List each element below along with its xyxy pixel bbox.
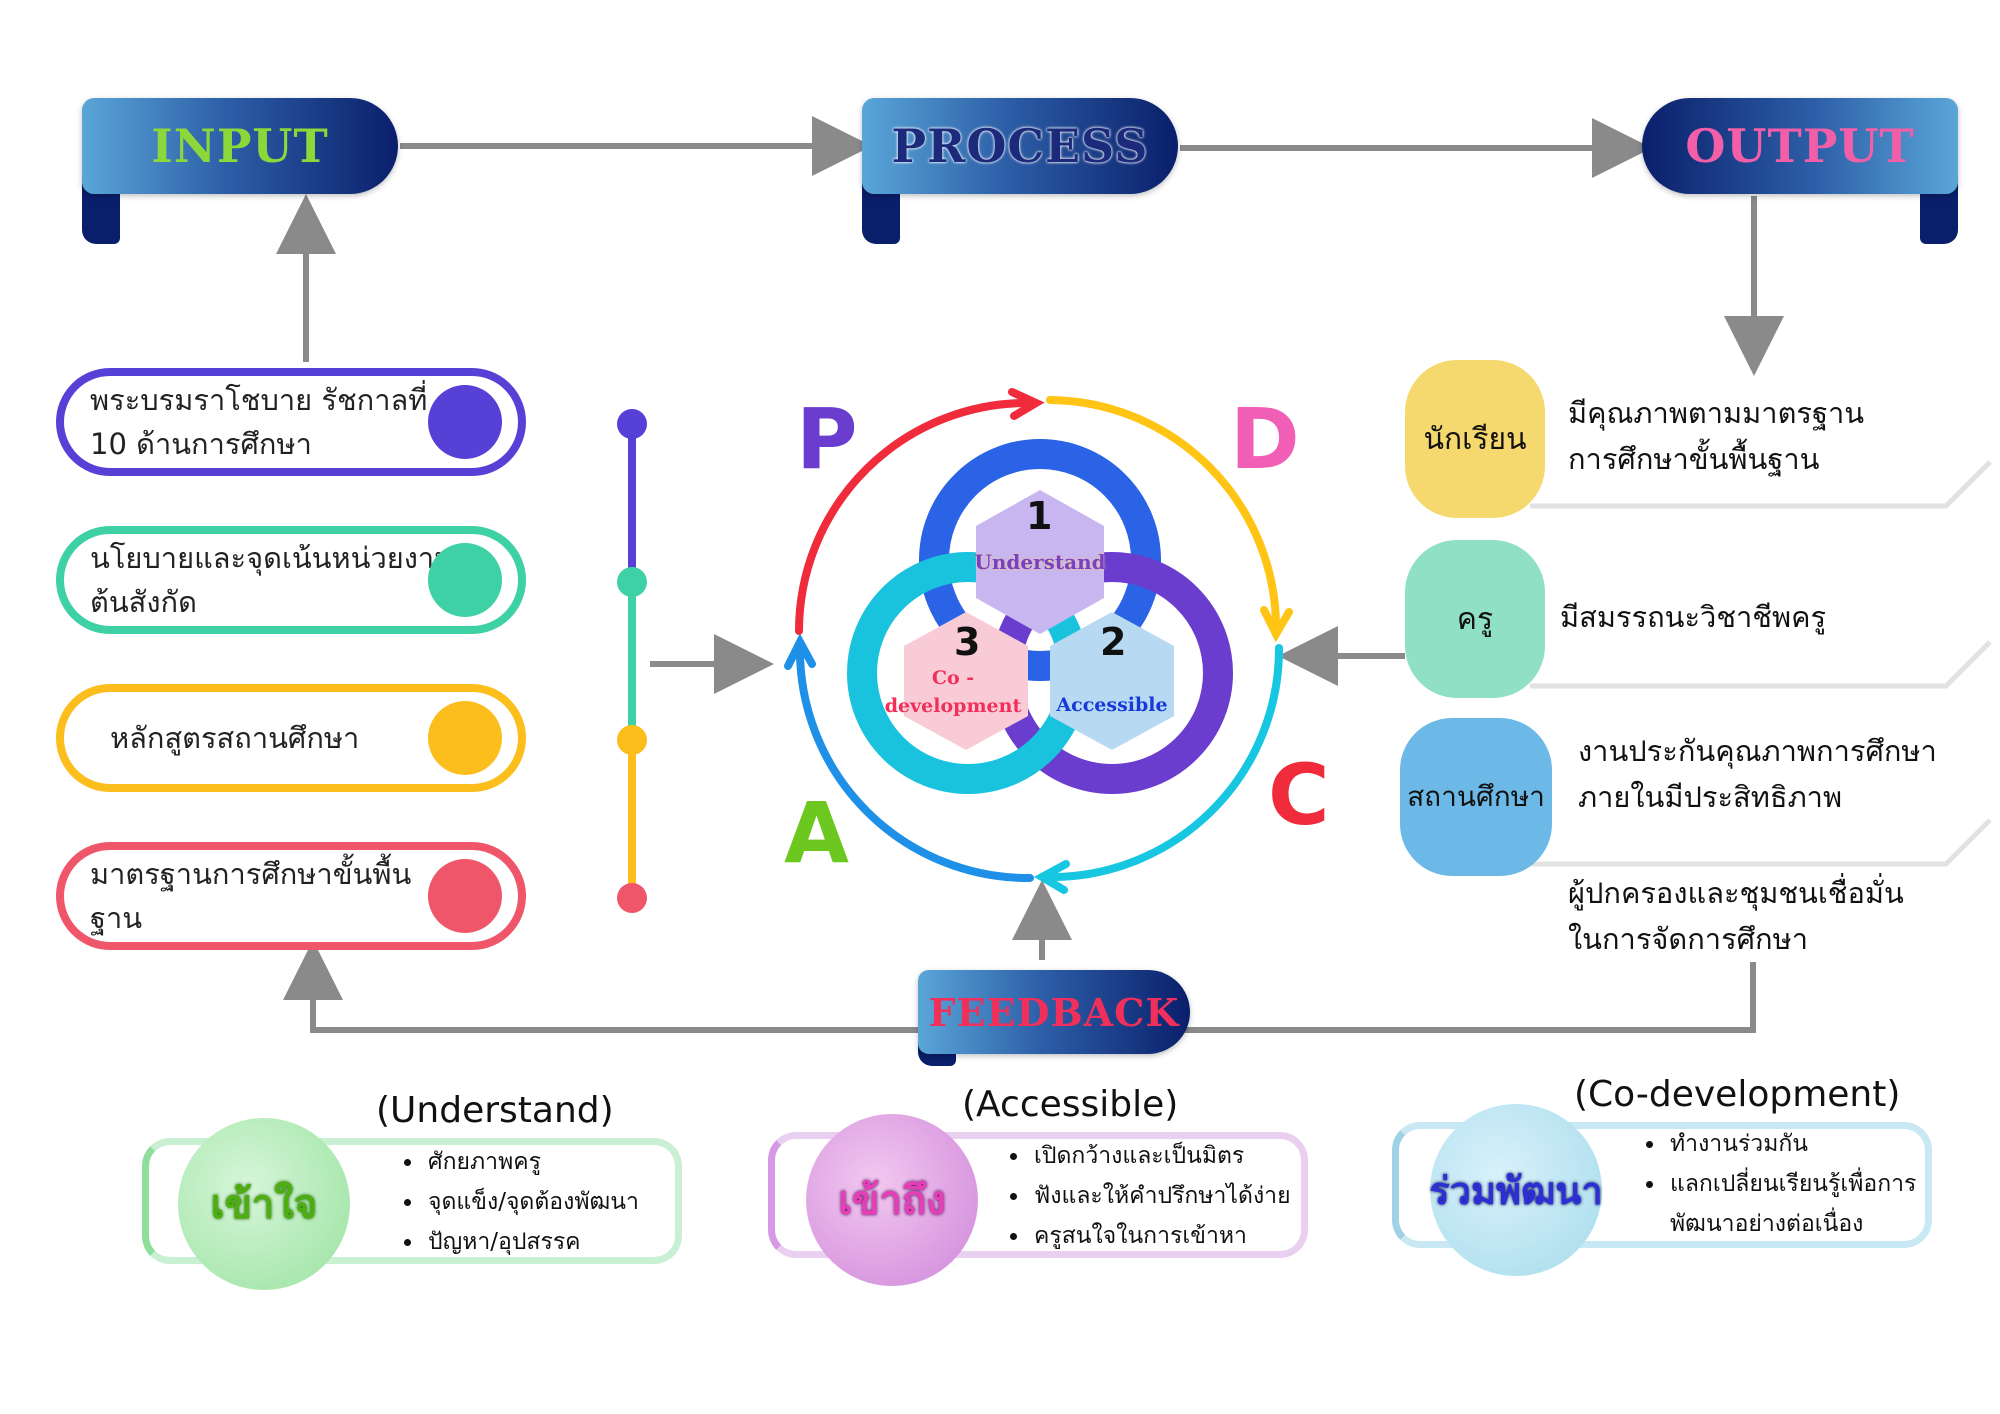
list-item: ศักยภาพครู	[424, 1142, 639, 1182]
list-item: เปิดกว้างและเป็นมิตร	[1030, 1136, 1291, 1176]
pdca-letter-p: P	[796, 390, 858, 488]
output-header-label: OUTPUT	[1685, 119, 1915, 173]
feedback-title-understand: (Understand)	[376, 1090, 614, 1131]
input-pill-curriculum: หลักสูตรสถานศึกษา	[56, 684, 526, 792]
input-pill-dot	[428, 543, 502, 617]
process-header-label: PROCESS	[891, 119, 1149, 173]
list-item: ฟังและให้คำปรึกษาได้ง่าย	[1030, 1176, 1291, 1216]
input-pill-text: นโยบายและจุดเน้นหน่วยงานต้นสังกัด	[90, 541, 454, 619]
arc-a	[795, 642, 1034, 883]
pdca-letter-d: D	[1230, 390, 1300, 488]
input-pill-dot	[428, 859, 502, 933]
output-text-student: มีคุณภาพตามมาตรฐานการศึกษาขั้นพื้นฐาน	[1568, 396, 1865, 476]
output-blob-student: นักเรียน	[1405, 360, 1545, 518]
list-item: ปัญหา/อุปสรรค	[424, 1222, 639, 1262]
list-item: ทำงานร่วมกัน	[1666, 1124, 1942, 1164]
input-pill-text: หลักสูตรสถานศึกษา	[110, 721, 360, 755]
hex-codevelopment	[904, 612, 1028, 750]
output-text-school: งานประกันคุณภาพการศึกษาภายในมีประสิทธิภา…	[1578, 734, 1937, 814]
hex-understand	[976, 490, 1104, 634]
feedback-list-understand: ศักยภาพครู จุดแข็ง/จุดต้องพัฒนา ปัญหา/อุ…	[394, 1142, 639, 1262]
input-pill-dot	[428, 701, 502, 775]
core-label-codevelopment: Co - development	[884, 667, 1022, 717]
input-pill-text: พระบรมราโชบาย รัชกาลที่ 10 ด้านการศึกษา	[90, 383, 428, 461]
input-header-label: INPUT	[151, 119, 329, 173]
output-header: OUTPUT	[1642, 98, 1958, 244]
arc-c	[1043, 644, 1284, 882]
input-pill-text: มาตรฐานการศึกษาขั้นพื้นฐาน	[90, 857, 412, 935]
output-underlines	[1530, 460, 1992, 867]
input-pill-standard: มาตรฐานการศึกษาขั้นพื้นฐาน	[56, 842, 526, 950]
core-label-accessible: Accessible	[1056, 694, 1168, 716]
input-pill-dot	[428, 385, 502, 459]
list-item: จุดแข็ง/จุดต้องพัฒนา	[424, 1182, 639, 1222]
output-blob-teacher: ครู	[1405, 540, 1545, 698]
core-num-1: 1	[1026, 494, 1053, 538]
arc-d	[1046, 396, 1280, 632]
input-timeline	[617, 409, 647, 913]
feedback-title-accessible: (Accessible)	[962, 1084, 1179, 1125]
feedback-circle-accessible: เข้าถึง	[806, 1114, 978, 1286]
core-num-3: 3	[954, 620, 981, 664]
input-pill-agency-policy: นโยบายและจุดเน้นหน่วยงานต้นสังกัด	[56, 526, 526, 634]
pdca-letter-a: A	[784, 784, 850, 882]
pdca-letter-c: C	[1268, 746, 1330, 844]
process-header: PROCESS	[862, 98, 1178, 244]
output-text-community: ผู้ปกครองและชุมชนเชื่อมั่นในการจัดการศึก…	[1568, 876, 1904, 956]
feedback-header-label: FEEDBACK	[928, 989, 1180, 1035]
line-output-to-feedback	[1150, 962, 1756, 1033]
feedback-list-accessible: เปิดกว้างและเป็นมิตร ฟังและให้คำปรึกษาได…	[1000, 1136, 1291, 1256]
core-num-2: 2	[1100, 620, 1127, 664]
list-item: ครูสนใจในการเข้าหา	[1030, 1216, 1291, 1256]
output-text-teacher: มีสมรรถนะวิชาชีพครู	[1560, 600, 1827, 634]
arc-p	[795, 398, 1034, 635]
input-header: INPUT	[82, 98, 398, 244]
feedback-title-codevelopment: (Co-development)	[1574, 1074, 1901, 1115]
feedback-circle-understand: เข้าใจ	[178, 1118, 350, 1290]
feedback-header: FEEDBACK	[918, 970, 1190, 1066]
feedback-list-codevelopment: ทำงานร่วมกัน แลกเปลี่ยนเรียนรู้เพื่อการพ…	[1636, 1124, 1942, 1244]
output-blob-school: สถานศึกษา	[1400, 718, 1552, 876]
feedback-circle-codevelopment: ร่วมพัฒนา	[1429, 1104, 1603, 1276]
list-item: แลกเปลี่ยนเรียนรู้เพื่อการพัฒนาอย่างต่อเ…	[1666, 1164, 1942, 1244]
arrow-feedback-to-inputs	[283, 940, 930, 1033]
core-label-understand: Understand	[974, 550, 1106, 574]
input-pill-royal-policy: พระบรมราโชบาย รัชกาลที่ 10 ด้านการศึกษา	[56, 368, 526, 476]
hex-accessible	[1050, 612, 1174, 750]
venn-core	[847, 439, 1233, 794]
pdca-cycle	[784, 388, 1293, 894]
